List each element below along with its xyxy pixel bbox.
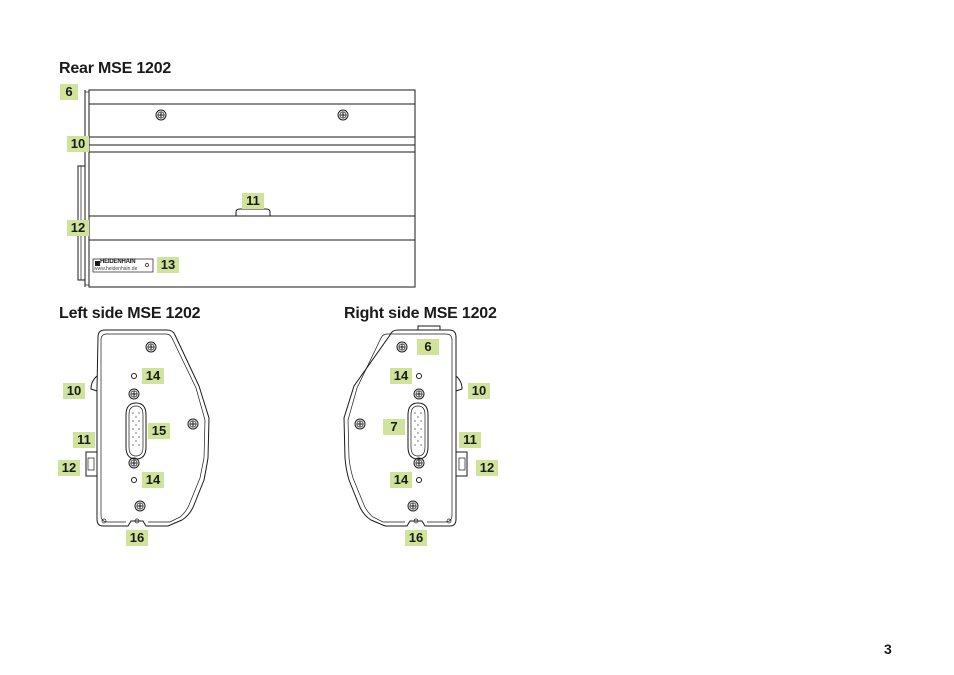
callout-right-14-bottom: 14 — [390, 472, 412, 488]
callout-rear-6: 6 — [60, 84, 78, 100]
right-screw-bottom — [407, 500, 419, 512]
rear-screw-left — [155, 109, 167, 121]
callout-left-14-top: 14 — [142, 368, 164, 384]
callout-left-12: 12 — [58, 460, 80, 476]
callout-left-10: 10 — [63, 383, 85, 399]
callout-rear-13: 13 — [157, 257, 179, 273]
rear-view-drawing — [77, 89, 416, 288]
left-screw-side — [187, 418, 199, 430]
page-number: 3 — [884, 641, 892, 657]
left-side-view-heading: Left side MSE 1202 — [59, 305, 201, 322]
callout-right-10: 10 — [468, 383, 490, 399]
left-side-view-drawing — [85, 329, 210, 527]
rear-view-heading: Rear MSE 1202 — [59, 60, 172, 77]
right-screw-side — [354, 418, 366, 430]
callout-right-12: 12 — [476, 460, 498, 476]
left-screw-bottom — [134, 500, 146, 512]
callout-rear-11: 11 — [242, 193, 264, 209]
nameplate-url-text: www.heidenhain.de — [94, 266, 138, 272]
rear-screw-right — [337, 109, 349, 121]
callout-right-11: 11 — [459, 432, 481, 448]
callout-rear-12: 12 — [67, 220, 89, 236]
right-screw-connector-bottom — [413, 457, 425, 469]
callout-right-6: 6 — [417, 339, 439, 355]
callout-rear-10: 10 — [67, 136, 89, 152]
left-screw-top — [145, 341, 157, 353]
left-screw-connector-top — [128, 388, 140, 400]
callout-left-15: 15 — [148, 423, 170, 439]
right-screw-connector-top — [413, 388, 425, 400]
callout-left-11: 11 — [73, 432, 95, 448]
right-side-view-drawing — [343, 325, 468, 527]
callout-right-14-top: 14 — [390, 368, 412, 384]
callout-right-7: 7 — [383, 419, 405, 435]
callout-left-14-bottom: 14 — [142, 472, 164, 488]
left-screw-connector-bottom — [128, 457, 140, 469]
right-screw-top — [396, 341, 408, 353]
nameplate — [92, 258, 154, 273]
callout-right-16: 16 — [405, 530, 427, 546]
callout-left-16: 16 — [126, 530, 148, 546]
nameplate-logo-text: HEIDENHAIN — [100, 259, 136, 265]
right-side-view-heading: Right side MSE 1202 — [344, 305, 497, 322]
